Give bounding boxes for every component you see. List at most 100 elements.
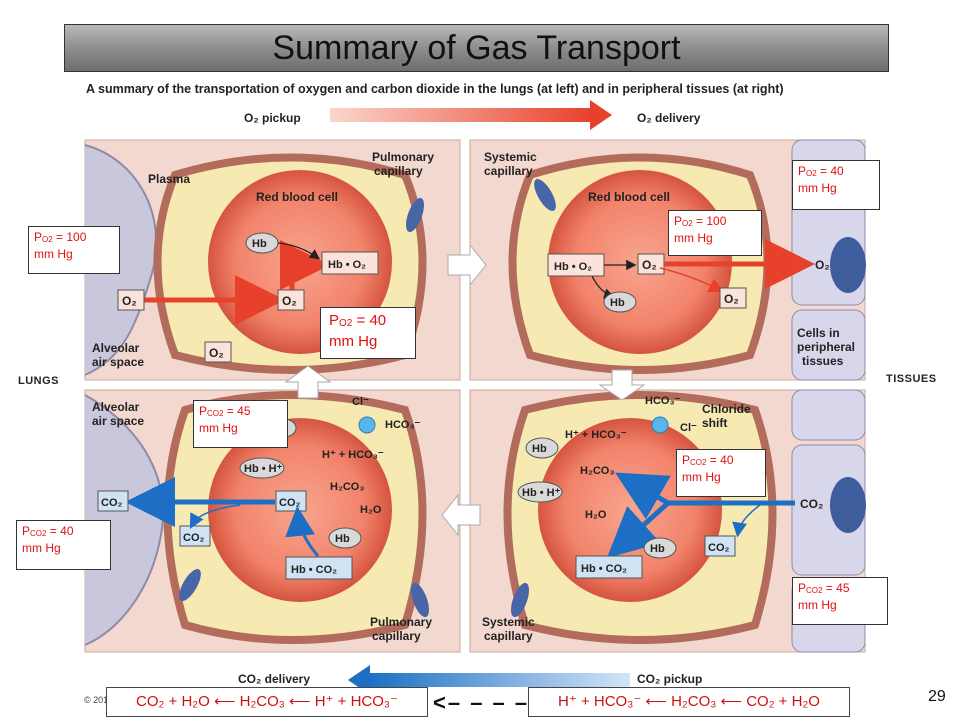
pressure-value: = 100	[692, 214, 727, 228]
hb-molecule	[328, 527, 362, 549]
title-bar: Summary of Gas Transport	[64, 24, 889, 72]
flow-arrow-left	[441, 493, 481, 537]
o2-direction-arrow	[330, 100, 612, 130]
o2-binding-arrow	[280, 240, 330, 290]
flow-arrow-up	[284, 365, 332, 399]
co2-molecule-label: CO₂	[183, 532, 205, 544]
o2-molecule-box	[117, 289, 145, 311]
h-plus-hco3-label: H⁺ + HCO₃⁻	[322, 449, 384, 461]
o2-molecule-label: O₂	[122, 294, 137, 308]
pressure-unit: mm Hg	[199, 421, 238, 435]
tissue-equation-box: H⁺ + HCO₃⁻ ⟵ H₂CO₃ ⟵ CO₂ + H₂O	[528, 687, 850, 717]
alveolar-air-space-label-1: Alveolar	[92, 341, 140, 355]
bicarbonate-label: HCO₃⁻	[645, 395, 681, 407]
lungs-label: LUNGS	[18, 375, 59, 387]
systemic-capillary-label-2: capillary	[484, 629, 533, 643]
hb-molecule	[525, 437, 559, 459]
alveolar-air-space-label-2: air space	[92, 355, 144, 369]
alveolar-wall-top	[84, 144, 158, 376]
tissue-po2-box: PO2 = 40 mm Hg	[792, 160, 880, 210]
page-number: 29	[928, 688, 946, 705]
co2-tissue-label: CO₂	[800, 497, 823, 511]
pressure-unit: mm Hg	[22, 541, 61, 555]
hb-co2-label: Hb • CO₂	[291, 564, 337, 576]
co2-pickup-arrow-branch	[606, 501, 670, 559]
pressure-value: = 100	[52, 230, 87, 244]
plasma-label: Plasma	[148, 172, 190, 186]
hb-label: Hb	[650, 543, 665, 555]
pressure-subscript: CO2	[207, 409, 224, 418]
chloride-bicarbonate-exchanger	[358, 416, 376, 434]
systemic-capillary-label-1: Systemic	[482, 615, 535, 629]
co2-delivery-label: CO₂ delivery	[238, 672, 310, 686]
pressure-symbol: P	[22, 524, 31, 538]
o2-tissue-label: O₂	[815, 258, 830, 272]
h-plus-hco3-label: H⁺ + HCO₃⁻	[565, 429, 627, 441]
o2-molecule-label: O₂	[724, 292, 739, 306]
pressure-symbol: P	[329, 312, 340, 329]
hb-co2-label: Hb • CO₂	[581, 563, 627, 575]
slide-title: Summary of Gas Transport	[272, 29, 681, 67]
hb-o2-complex-box	[321, 251, 379, 275]
bicarbonate-label: HCO₃⁻	[385, 419, 421, 431]
pressure-unit: mm Hg	[798, 598, 837, 612]
hb-o2-label: Hb • O₂	[328, 259, 366, 271]
pressure-value: = 40	[46, 524, 74, 538]
co2-molecule-label: CO₂	[708, 542, 730, 554]
reaction-direction-arrow: <– – – –	[433, 690, 530, 715]
flow-arrow-down	[598, 369, 646, 401]
lung-pco2-box: PCO2 = 40 mm Hg	[16, 520, 111, 570]
o2-pickup-label: O₂ pickup	[244, 111, 301, 125]
pressure-subscript: O2	[806, 169, 817, 178]
hb-co2-complex-box	[285, 556, 353, 580]
hb-binding-arrow	[277, 242, 321, 260]
endothelial-nucleus	[410, 582, 430, 618]
co2-diffusion-arrow	[189, 504, 241, 529]
pressure-value: = 40	[816, 164, 844, 178]
pulmonary-capillary-label-2: capillary	[372, 629, 421, 643]
figure-caption: A summary of the transportation of oxyge…	[86, 82, 784, 96]
alveolar-wall-bottom	[84, 394, 164, 646]
pressure-symbol: P	[798, 581, 807, 595]
o2-molecule-label: O₂	[282, 294, 297, 308]
pressure-subscript: O2	[682, 219, 693, 228]
co2-diffusion-arrow	[732, 504, 761, 538]
pulmonary-capillary-label-2: capillary	[374, 164, 423, 178]
systemic-capillary-bottom	[503, 391, 777, 644]
o2-delivery-label: O₂ delivery	[637, 111, 701, 125]
tissue-pco2-box: PCO2 = 45 mm Hg	[792, 577, 888, 625]
hb-h-label: Hb • H⁺	[244, 463, 283, 475]
pulmonary-capillary-label-1: Pulmonary	[370, 615, 432, 629]
red-blood-cell-label: Red blood cell	[256, 190, 338, 204]
lung-rbc-pco2-box: PCO2 = 45 mm Hg	[193, 400, 288, 448]
pressure-value: = 45	[822, 581, 850, 595]
cells-in-tissues-label-3: tissues	[802, 354, 844, 368]
pressure-unit: mm Hg	[329, 333, 378, 350]
o2-molecule-box	[719, 287, 747, 309]
co2-molecule-label: CO₂	[279, 497, 301, 509]
lung-equation-box: CO₂ + H₂O ⟵ H₂CO₃ ⟵ H⁺ + HCO₃⁻	[106, 687, 428, 717]
h2o-label: H₂O	[360, 504, 382, 516]
tissue-cells	[791, 139, 866, 653]
pressure-symbol: P	[674, 214, 683, 228]
o2-molecule-box	[204, 341, 232, 363]
endothelial-nucleus	[510, 582, 530, 618]
o2-molecule-label: O₂	[209, 346, 224, 360]
alveolar-air-space-label-1: Alveolar	[92, 400, 140, 414]
hb-label: Hb	[252, 238, 267, 250]
pressure-symbol: P	[34, 230, 43, 244]
hb-molecule	[603, 291, 637, 313]
h2co3-label: H₂CO₃	[580, 465, 614, 477]
h2o-label: H₂O	[585, 509, 607, 521]
systemic-capillary-label-1: Systemic	[484, 150, 537, 164]
co2-molecule-box	[97, 490, 129, 512]
pressure-value: = 40	[352, 312, 387, 329]
pressure-subscript: CO2	[30, 529, 47, 538]
pulmonary-capillary-label-1: Pulmonary	[372, 150, 434, 164]
tissue-rbc-pco2-box: PCO2 = 40 mm Hg	[676, 449, 766, 497]
pressure-symbol: P	[199, 404, 208, 418]
hb-label: Hb	[532, 443, 547, 455]
co2-pickup-arrow-branch	[614, 472, 671, 520]
pressure-unit: mm Hg	[798, 181, 837, 195]
